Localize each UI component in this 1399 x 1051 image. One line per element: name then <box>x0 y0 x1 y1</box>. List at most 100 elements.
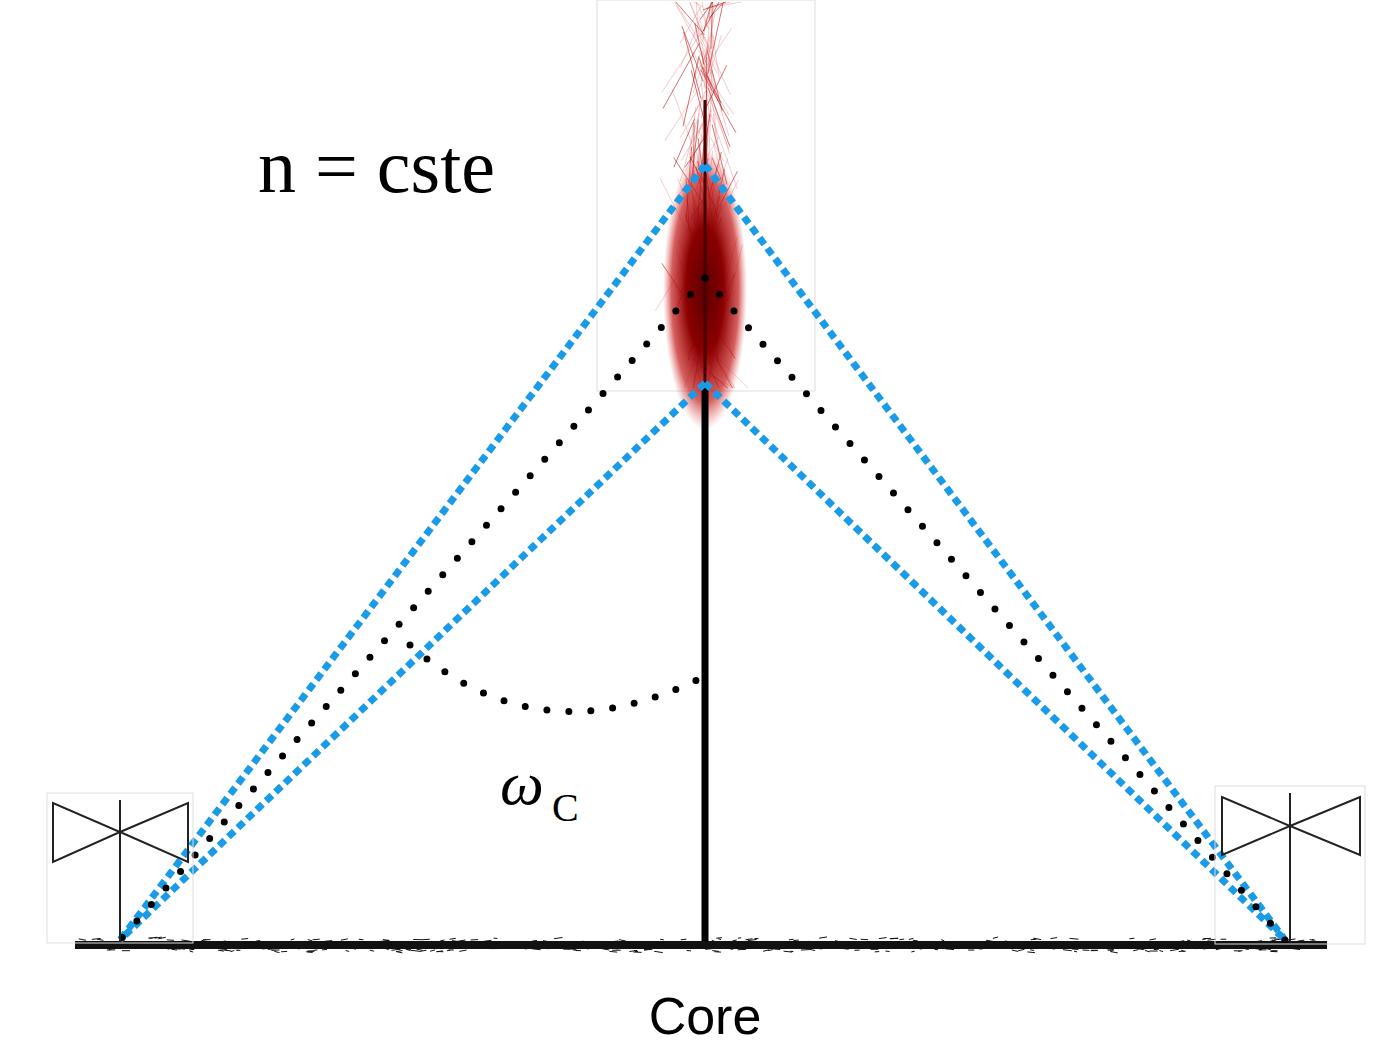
ground-texture <box>174 944 180 945</box>
ground-texture <box>325 940 332 942</box>
ground-texture <box>190 948 193 950</box>
ground-texture <box>425 941 429 942</box>
ground-texture <box>976 945 982 946</box>
ground-texture <box>813 948 822 950</box>
ground-texture <box>775 946 780 947</box>
ground-texture <box>281 951 287 952</box>
ground-texture <box>1003 943 1012 944</box>
ground-texture <box>773 948 778 949</box>
ground-texture <box>561 947 564 948</box>
ground-texture <box>1107 948 1114 950</box>
ground-texture <box>986 940 994 941</box>
ground-texture <box>1137 948 1144 950</box>
ground-texture <box>609 951 617 953</box>
ground-texture <box>1110 952 1117 953</box>
ground-texture <box>899 939 904 941</box>
ground-texture <box>436 950 443 952</box>
ground-texture <box>1050 938 1057 939</box>
ground-texture <box>861 939 868 940</box>
cherenkov-cone <box>120 165 1285 940</box>
ground-texture <box>697 946 702 947</box>
ground-texture <box>716 937 722 939</box>
ground-texture <box>712 945 718 946</box>
particle-track <box>677 6 706 58</box>
ground-texture <box>1182 947 1189 948</box>
ground-texture <box>619 940 626 941</box>
ground-texture <box>563 949 569 950</box>
ground-texture <box>1053 948 1062 949</box>
ground-texture <box>1144 948 1148 949</box>
ground-texture <box>935 949 939 950</box>
ground-texture <box>1210 945 1213 947</box>
ground-texture <box>459 950 466 951</box>
ground-texture <box>532 949 541 950</box>
ground-texture <box>747 943 755 944</box>
ground-texture <box>875 951 879 952</box>
ground-texture <box>1231 947 1234 949</box>
ground-texture <box>1149 939 1155 940</box>
ground-texture <box>568 949 576 950</box>
particle-track <box>663 43 699 109</box>
ground-texture <box>612 948 619 949</box>
angle-symbol: ω <box>500 752 544 814</box>
ground-texture <box>648 945 653 946</box>
ground-texture <box>85 947 93 949</box>
ground-texture <box>849 938 856 939</box>
ground-texture <box>660 939 664 941</box>
ground-texture <box>450 938 456 940</box>
ground-texture <box>1091 950 1098 951</box>
ground-texture <box>440 939 444 941</box>
ground-texture <box>432 948 440 949</box>
ground-texture <box>147 944 156 946</box>
ground-texture <box>644 949 653 950</box>
particle-track <box>683 56 699 127</box>
ground-texture <box>587 944 592 945</box>
ground-texture <box>396 952 402 953</box>
ground-texture <box>1074 951 1077 953</box>
ground-texture <box>1139 946 1147 947</box>
ground-texture <box>1154 949 1159 950</box>
ground-texture <box>234 948 239 949</box>
ground-texture <box>815 944 822 946</box>
ground-texture <box>252 947 256 948</box>
ground-texture <box>171 949 177 951</box>
ground-texture <box>1052 942 1058 943</box>
ground-texture <box>1075 943 1083 944</box>
ground-texture <box>158 937 165 938</box>
ground-texture <box>712 940 716 941</box>
ground-texture <box>1149 951 1157 952</box>
ground-texture <box>416 949 422 950</box>
ground-texture <box>804 947 813 949</box>
ground-texture <box>241 938 248 940</box>
ground-texture <box>149 937 157 938</box>
ground-texture <box>602 949 609 950</box>
ground-texture <box>1167 941 1172 942</box>
ground-texture <box>187 946 196 948</box>
cherenkov-ray <box>120 278 1285 940</box>
ground-texture <box>79 939 86 940</box>
ground-texture <box>1129 938 1134 940</box>
ground-texture <box>1280 945 1285 946</box>
ground-texture <box>314 949 318 951</box>
ground-texture <box>473 943 479 945</box>
ground-texture <box>864 942 873 943</box>
ground-texture <box>307 951 315 952</box>
ground-texture <box>366 948 373 949</box>
ground-texture <box>219 941 226 942</box>
ground-texture <box>1231 946 1237 947</box>
ground-texture <box>783 945 789 946</box>
ground-texture <box>672 942 679 943</box>
ground-texture <box>1082 949 1089 950</box>
ground-texture <box>633 951 641 952</box>
ground-texture <box>260 941 265 942</box>
ground-texture <box>291 939 295 940</box>
ground-texture <box>732 940 737 941</box>
ground-texture <box>1030 949 1034 951</box>
particle-track <box>693 109 712 141</box>
ground-texture <box>359 939 364 941</box>
antenna-symbol <box>1215 786 1365 944</box>
ground-texture <box>308 940 313 941</box>
ground-texture <box>922 942 931 943</box>
ground-texture <box>1187 940 1190 942</box>
ground-texture <box>795 943 801 945</box>
